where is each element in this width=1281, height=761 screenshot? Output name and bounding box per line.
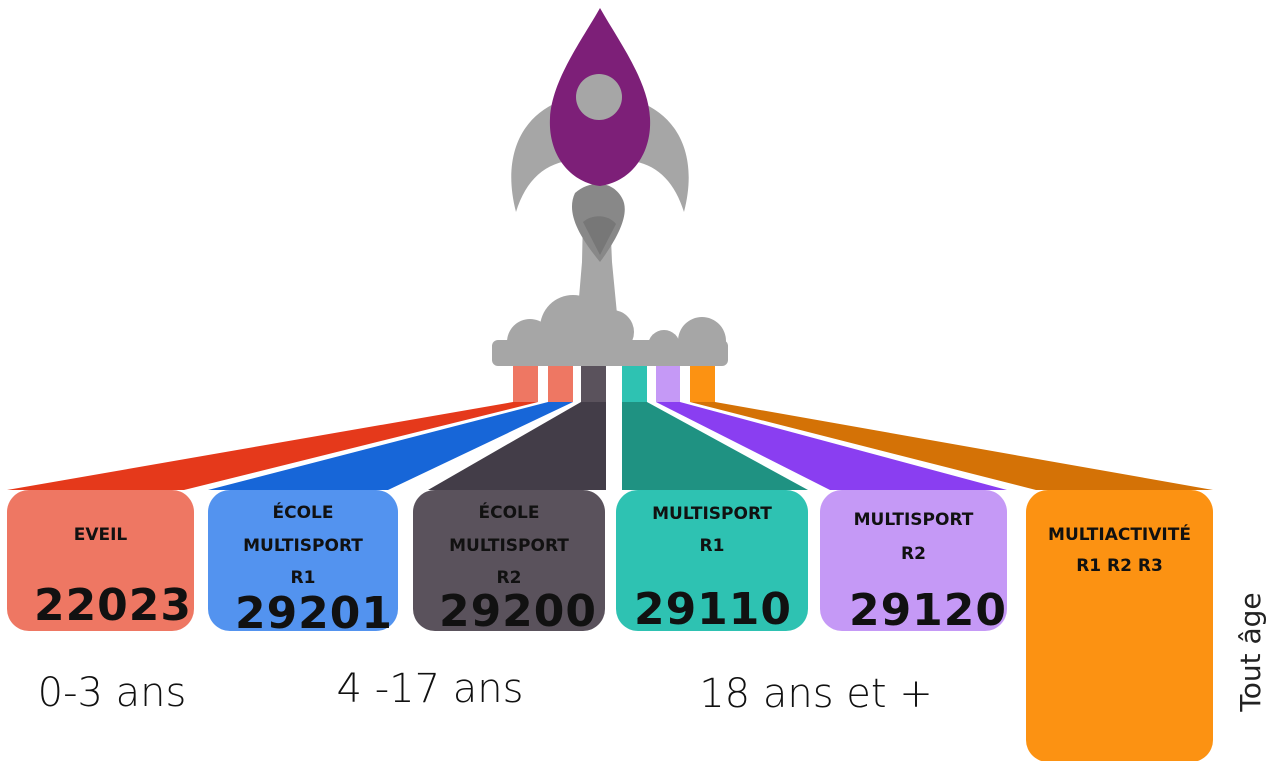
age-label-adult: 18 ans et + (699, 671, 933, 717)
port-2 (548, 366, 573, 402)
connection-beams (7, 402, 1213, 490)
rocket-icon (492, 8, 728, 366)
age-label-infant: 0-3 ans (38, 670, 187, 716)
box-5-title-line: MULTISPORT (854, 510, 974, 530)
box-3-title-line: ÉCOLE (479, 501, 540, 523)
box-1-code: 22023 (34, 580, 192, 631)
side-label-all-ages: Tout âge (1234, 592, 1267, 712)
category-box-5 (820, 490, 1007, 631)
box-2-code: 29201 (235, 588, 393, 639)
box-6-title-line: R1 R2 R3 (1076, 556, 1163, 576)
beam-4 (622, 402, 808, 490)
category-boxes: EVEIL22023ÉCOLEMULTISPORTR129201ÉCOLEMUL… (7, 490, 1213, 761)
box-1-title-line: EVEIL (74, 525, 128, 545)
beam-3 (428, 402, 606, 490)
port-1 (513, 366, 538, 402)
beam-5 (656, 402, 1007, 490)
box-4-title-line: MULTISPORT (652, 504, 772, 524)
box-3-title-line: MULTISPORT (449, 536, 569, 556)
category-box-1 (7, 490, 194, 631)
port-3 (581, 366, 606, 402)
beam-1 (7, 402, 538, 490)
port-5 (656, 366, 680, 402)
box-3-title-line: R2 (497, 568, 522, 588)
box-4-title-line: R1 (700, 536, 725, 556)
age-label-youth: 4 -17 ans (337, 666, 524, 712)
category-box-6 (1026, 490, 1213, 761)
rocket-window (576, 74, 622, 120)
beam-2 (208, 402, 573, 490)
port-6 (690, 366, 715, 402)
box-5-code: 29120 (849, 585, 1007, 636)
box-2-title-line: MULTISPORT (243, 536, 363, 556)
smoke-cloud-icon (492, 295, 728, 366)
box-5-title-line: R2 (901, 544, 926, 564)
box-3-code: 29200 (439, 586, 597, 637)
box-4-code: 29110 (634, 584, 792, 635)
box-2-title-line: ÉCOLE (273, 501, 334, 523)
box-2-title-line: R1 (291, 568, 316, 588)
category-box-3 (413, 490, 605, 631)
rocket-ports (513, 366, 715, 402)
category-box-2 (208, 490, 398, 631)
beam-6 (690, 402, 1213, 490)
rocket-flame-inner (583, 216, 616, 255)
category-box-4 (616, 490, 808, 631)
box-6-title-line: MULTIACTIVITÉ (1048, 523, 1191, 545)
port-4 (622, 366, 647, 402)
